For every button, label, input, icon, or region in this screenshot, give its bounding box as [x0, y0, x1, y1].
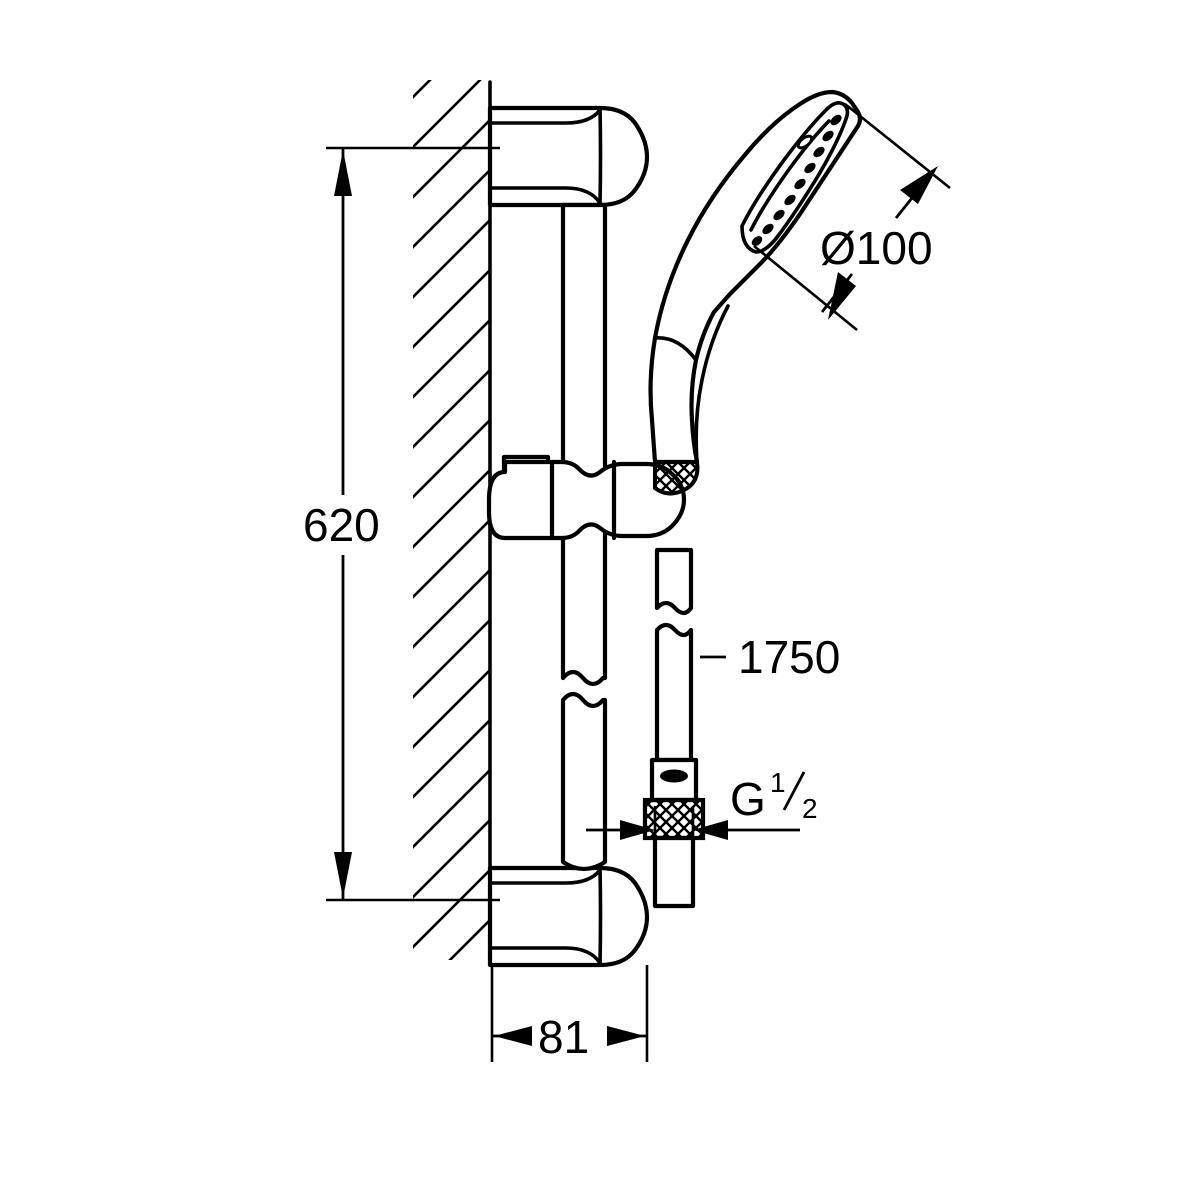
- dimension-diameter-100: Ø100: [753, 102, 951, 332]
- dimension-1750: 1750: [700, 631, 840, 683]
- slider-holder: [486, 438, 687, 562]
- dimension-g-half: G 1 2: [586, 767, 818, 856]
- dimension-g-half-fraction-slash: [782, 771, 806, 811]
- hand-shower-knurled-collar: [653, 460, 700, 496]
- dimension-g-half-arrow-left: [620, 820, 655, 840]
- lower-bracket: [487, 865, 650, 968]
- dimension-1750-label: 1750: [738, 631, 840, 683]
- wall-hatching: [413, 80, 489, 960]
- dimension-g-half-label: G: [730, 773, 766, 825]
- dimension-620-text-bg: [292, 495, 400, 555]
- shower-spray-nozzles: [751, 114, 842, 246]
- dimension-81: 81: [490, 965, 649, 1063]
- dimension-d100-arrow-lower: [828, 272, 856, 320]
- shower-hose: [642, 547, 706, 909]
- hose-connector-marking: [660, 769, 688, 783]
- dimension-620-arrow-top: [334, 150, 352, 196]
- dimension-81-arrow-right: [607, 1026, 645, 1046]
- dimension-d100-ext-lower: [753, 244, 858, 332]
- slide-rail: [560, 202, 608, 872]
- dimension-620-label: 620: [303, 499, 380, 551]
- dimension-g-half-arrow-right: [693, 820, 728, 840]
- dimension-g-half-numerator: 1: [770, 767, 786, 798]
- dimension-620: 620: [292, 146, 500, 902]
- dimension-620-arrow-bottom: [334, 852, 352, 898]
- shower-face-center-nozzle: [796, 134, 814, 150]
- dimension-d100-label: Ø100: [820, 222, 933, 274]
- dimension-d100-arrow-upper: [900, 166, 938, 204]
- dimension-81-arrow-left: [494, 1026, 532, 1046]
- dimension-g-half-denominator: 2: [802, 793, 818, 824]
- hand-shower: [648, 89, 863, 496]
- dimension-81-label: 81: [538, 1011, 589, 1063]
